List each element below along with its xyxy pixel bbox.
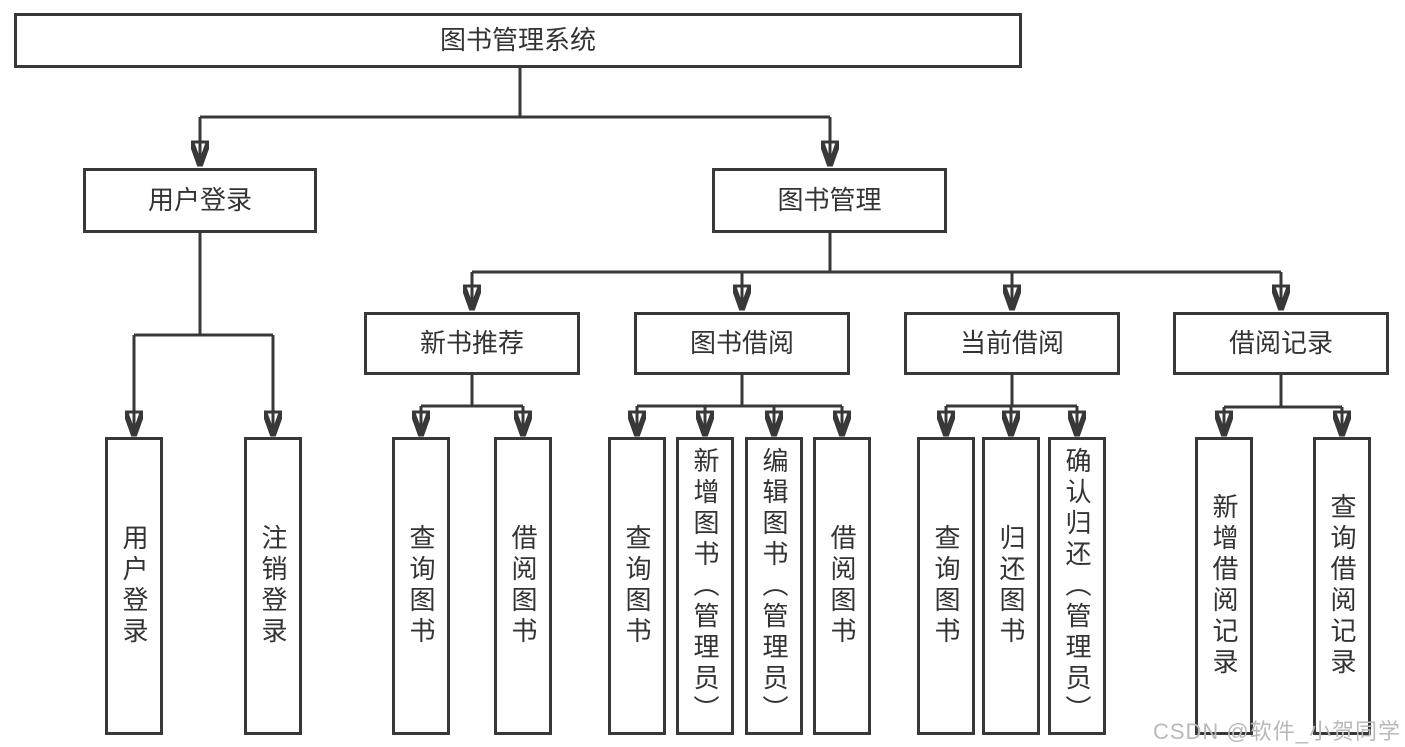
leaf-recommend-query-books: 查询图书 bbox=[392, 437, 450, 735]
node-new-book-recommend: 新书推荐 bbox=[364, 312, 580, 375]
leaf-current-query-books: 查询图书 bbox=[917, 437, 975, 735]
leaf-edit-books-admin: 编辑图书（管理员） bbox=[745, 437, 803, 735]
leaf-borrow-query-books: 查询图书 bbox=[608, 437, 666, 735]
leaf-return-books: 归还图书 bbox=[982, 437, 1040, 735]
leaf-add-borrow-record: 新增借阅记录 bbox=[1195, 437, 1253, 735]
leaf-confirm-return-admin: 确认归还（管理员） bbox=[1048, 437, 1106, 735]
connector-root-to-level2 bbox=[200, 68, 830, 166]
node-book-management: 图书管理 bbox=[712, 168, 947, 233]
leaf-user-login: 用户登录 bbox=[105, 437, 163, 735]
leaf-query-borrow-record: 查询借阅记录 bbox=[1313, 437, 1371, 735]
connector-borrow-children bbox=[637, 375, 842, 436]
leaf-borrow-books: 借阅图书 bbox=[813, 437, 871, 735]
node-borrow-records: 借阅记录 bbox=[1173, 312, 1389, 375]
leaf-add-books-admin: 新增图书（管理员） bbox=[676, 437, 734, 735]
csdn-watermark: CSDN @软件_小贺同学 bbox=[1152, 719, 1401, 744]
connector-current-children bbox=[946, 375, 1077, 436]
connector-records-children bbox=[1224, 375, 1342, 436]
connector-user-login-children bbox=[134, 233, 273, 436]
node-book-borrow: 图书借阅 bbox=[634, 312, 850, 375]
node-user-login: 用户登录 bbox=[83, 168, 317, 233]
connector-recommend-children bbox=[421, 375, 523, 436]
connector-book-mgmt-to-level3 bbox=[472, 233, 1281, 310]
node-library-system: 图书管理系统 bbox=[14, 13, 1022, 68]
leaf-recommend-borrow-books: 借阅图书 bbox=[494, 437, 552, 735]
leaf-logout: 注销登录 bbox=[244, 437, 302, 735]
node-current-borrow: 当前借阅 bbox=[904, 312, 1120, 375]
